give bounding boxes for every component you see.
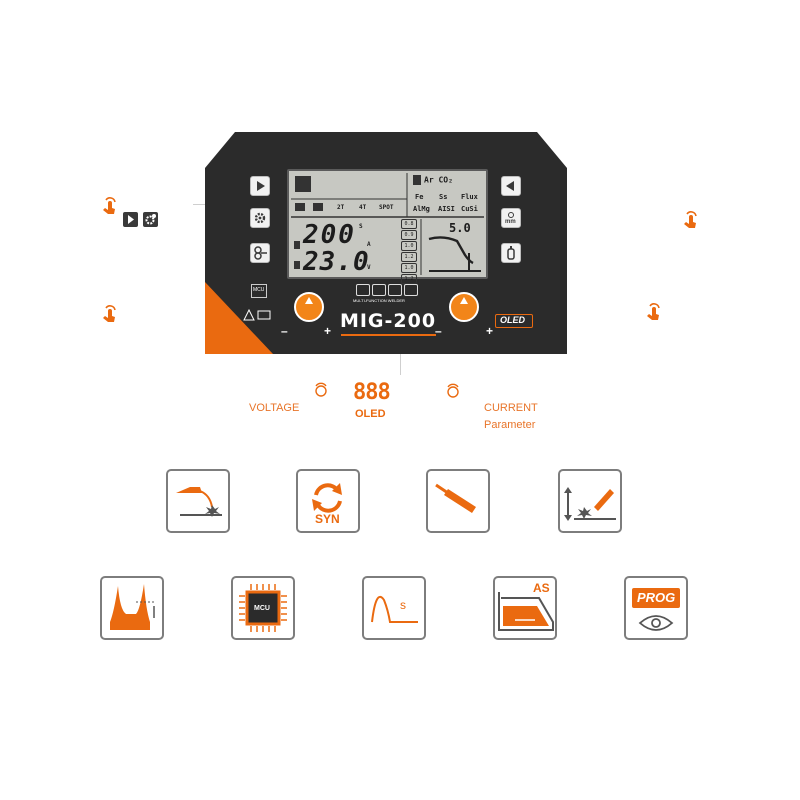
model-underline [341, 334, 436, 336]
mig-mode-icon [356, 284, 370, 296]
lcd-mode-2t: 2T [337, 204, 345, 211]
wire-size-item: 1.2 [401, 274, 417, 284]
oled-digits-label: OLED [355, 408, 386, 420]
voltage-label: VOLTAGE [249, 402, 300, 414]
oled-digits: 888 [353, 380, 391, 405]
tig-mode-icon [404, 284, 418, 296]
mcu-label: MCU [253, 287, 265, 293]
next-button[interactable] [250, 176, 270, 196]
model-name: MIG-200 [339, 310, 437, 332]
mcu-chip-icon [239, 584, 287, 632]
program-view-feature: PROG [624, 576, 688, 640]
mig-welding-feature [166, 469, 230, 533]
lcd-material-ss: Ss [439, 193, 448, 201]
voltage-knob-plus: + [324, 324, 332, 338]
current-knob[interactable] [449, 292, 479, 322]
electrode-holder-icon [435, 483, 476, 513]
mcu-chip-icon: MCU [251, 284, 267, 298]
wire-size-item: 0.9 [401, 230, 417, 240]
prog-label-box: PROG [632, 588, 680, 608]
anti-stick-icon [498, 592, 554, 631]
gear-icon [254, 212, 266, 224]
voltage-knob[interactable] [294, 292, 324, 322]
arc-curve-icon [371, 595, 418, 623]
connector-line [400, 335, 401, 375]
wire-diameter-button[interactable]: mm [501, 208, 521, 228]
syn-mode-icon [372, 284, 386, 296]
lcd-material-cusi: CuSi [461, 205, 478, 213]
mma-mode-icon [388, 284, 402, 296]
mma-stick-feature [426, 469, 490, 533]
lcd-time-unit: S [359, 223, 363, 230]
synergic-feature: SYN [296, 469, 360, 533]
lcd-gas-label: Ar CO₂ [413, 175, 453, 185]
gas-cylinder-icon [507, 246, 515, 260]
mcu-control-feature: MCU [231, 576, 295, 640]
tap-gesture-icon [684, 211, 697, 228]
lcd-display: Ar CO₂ Fe Ss Flux AlMg AISI CuSi 2T 4T S… [287, 169, 488, 284]
lcd-material-almg: AlMg [413, 205, 430, 213]
sync-arrows-icon [312, 483, 342, 513]
arc-force-feature: s [362, 576, 426, 640]
hot-start-icon [110, 584, 156, 630]
as-label: AS [533, 581, 550, 595]
mode-icon-row [356, 284, 418, 296]
tap-gesture-icon [647, 303, 660, 320]
wire-size-item: 1.0 [401, 263, 417, 273]
lcd-voltage-value: 23.0 [303, 247, 370, 277]
eye-icon [638, 615, 674, 631]
wire-size-item: 1.2 [401, 252, 417, 262]
lcd-mode-4t: 4T [359, 204, 367, 211]
tig-torch-icon [564, 487, 616, 521]
panel-subtitle: MULTI-FUNCTION WELDER [353, 298, 405, 303]
tap-gesture-icon [103, 305, 116, 322]
warning-icon [243, 308, 273, 321]
rotate-knob-icon [447, 383, 459, 398]
syn-label: SYN [315, 512, 340, 526]
previous-button[interactable] [501, 176, 521, 196]
wire-feed-button[interactable] [250, 243, 270, 263]
current-label: CURRENT [484, 402, 538, 414]
welder-control-panel: MCU mm Ar CO₂ Fe Ss Flux AlMg [205, 132, 567, 354]
tap-gesture-icon [103, 197, 116, 214]
lcd-lines [291, 173, 484, 275]
lcd-mode-spot: SPOT [379, 204, 394, 211]
mcu-label: MCU [254, 605, 270, 612]
gear-icon [143, 212, 158, 227]
wire-roller-icon [254, 246, 267, 260]
voltage-knob-minus: – [281, 324, 288, 338]
mig-torch-icon [176, 487, 222, 517]
arc-force-label: s [400, 598, 406, 612]
lift-tig-feature [558, 469, 622, 533]
mm-label: mm [505, 219, 516, 225]
lcd-material-aisi: AISI [438, 205, 455, 213]
gas-button[interactable] [501, 243, 521, 263]
torch-graphic-icon [428, 236, 481, 272]
diameter-icon [508, 212, 514, 218]
lcd-current-unit: A [367, 241, 371, 248]
parameter-label: Parameter [484, 419, 536, 431]
settings-button[interactable] [250, 208, 270, 228]
lcd-material-fe: Fe [415, 193, 424, 201]
wire-size-item: 0.8 [401, 219, 417, 229]
play-icon [123, 212, 138, 227]
current-knob-minus: – [435, 324, 442, 338]
prog-label: PROG [637, 590, 676, 605]
rotate-knob-icon [315, 382, 327, 397]
oled-badge: OLED [495, 314, 533, 328]
wire-size-item: 1.0 [401, 241, 417, 251]
current-knob-plus: + [486, 324, 494, 338]
lcd-wire-size-list: 0.8 0.9 1.0 1.2 1.0 1.2 [401, 219, 417, 284]
lcd-voltage-unit: V [367, 264, 371, 271]
lcd-current-value: 200 [303, 220, 356, 250]
anti-stick-feature: AS [493, 576, 557, 640]
lcd-material-flux: Flux [461, 193, 478, 201]
hot-start-feature [100, 576, 164, 640]
lcd-wire-speed: 5.0 [449, 221, 471, 235]
